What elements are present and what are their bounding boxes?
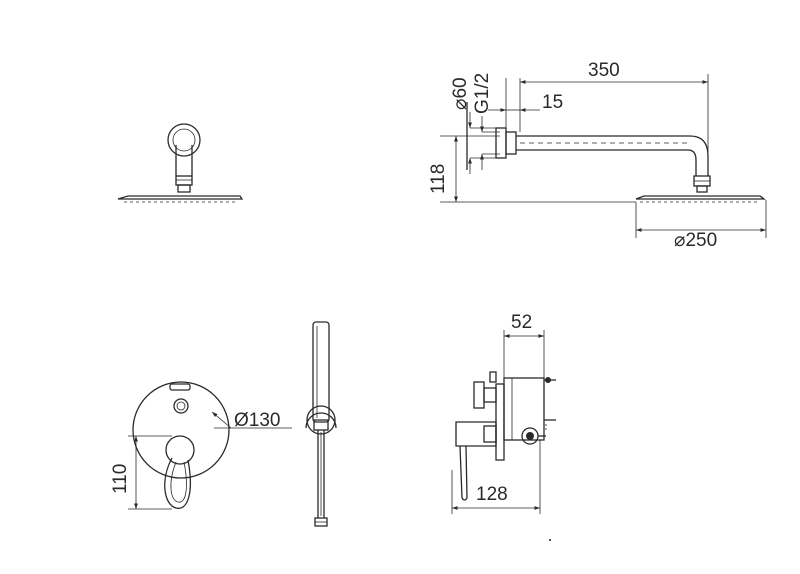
dim-mixer-depth-bottom-label: 128 [476, 484, 508, 505]
dim-head-diameter-label: ⌀250 [674, 230, 717, 251]
mixer-side-view [451, 330, 556, 514]
dim-flange-diameter-label: ⌀60 [450, 77, 471, 110]
shower-arm-side-view [440, 74, 767, 238]
mixer-front-view [128, 381, 292, 510]
hand-shower [305, 321, 337, 527]
dim-arm-length-label: 350 [588, 60, 620, 81]
dim-plate-diameter-label: Ø130 [234, 410, 280, 431]
dim-thread-label: G1/2 [472, 73, 493, 114]
dim-wall-offset-label: 15 [542, 92, 563, 113]
dim-mixer-depth-top-label: 52 [511, 312, 532, 333]
dim-mixer-height-label: 110 [110, 464, 131, 494]
dim-drop-height-label: 118 [428, 164, 449, 194]
shower-head-front-view [117, 123, 244, 203]
